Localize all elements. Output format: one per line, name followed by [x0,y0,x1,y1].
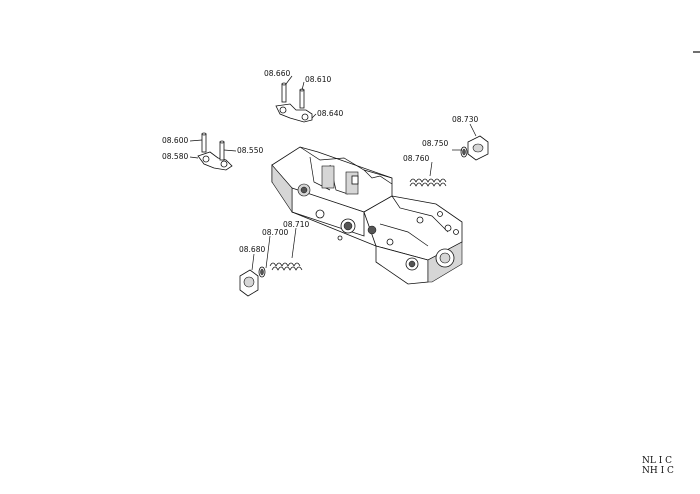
callout-08660: 08.660 [264,69,290,78]
bracket-top [275,82,313,123]
callout-08680: 08.680 [239,245,265,254]
callout-08550: 08.550 [237,146,263,155]
bracket-left [197,132,233,171]
callout-08760: 08.760 [403,154,429,163]
callout-08750: 08.750 [422,139,448,148]
upper-plug-assembly [409,135,489,187]
callout-08730: 08.730 [452,115,478,124]
leader-lines [189,75,477,271]
corner-code-line1: NL I C [642,456,672,466]
corner-code-line2: NH I C [642,466,674,476]
callout-08580: 08.580 [162,152,188,161]
callout-08600: 08.600 [162,136,188,145]
callout-08640: 08.640 [317,109,343,118]
callout-08610: 08.610 [305,75,331,84]
callout-08700: 08.700 [262,228,288,237]
lower-plug-assembly [239,262,303,297]
callout-08710: 08.710 [283,220,309,229]
main-housing [271,146,463,285]
